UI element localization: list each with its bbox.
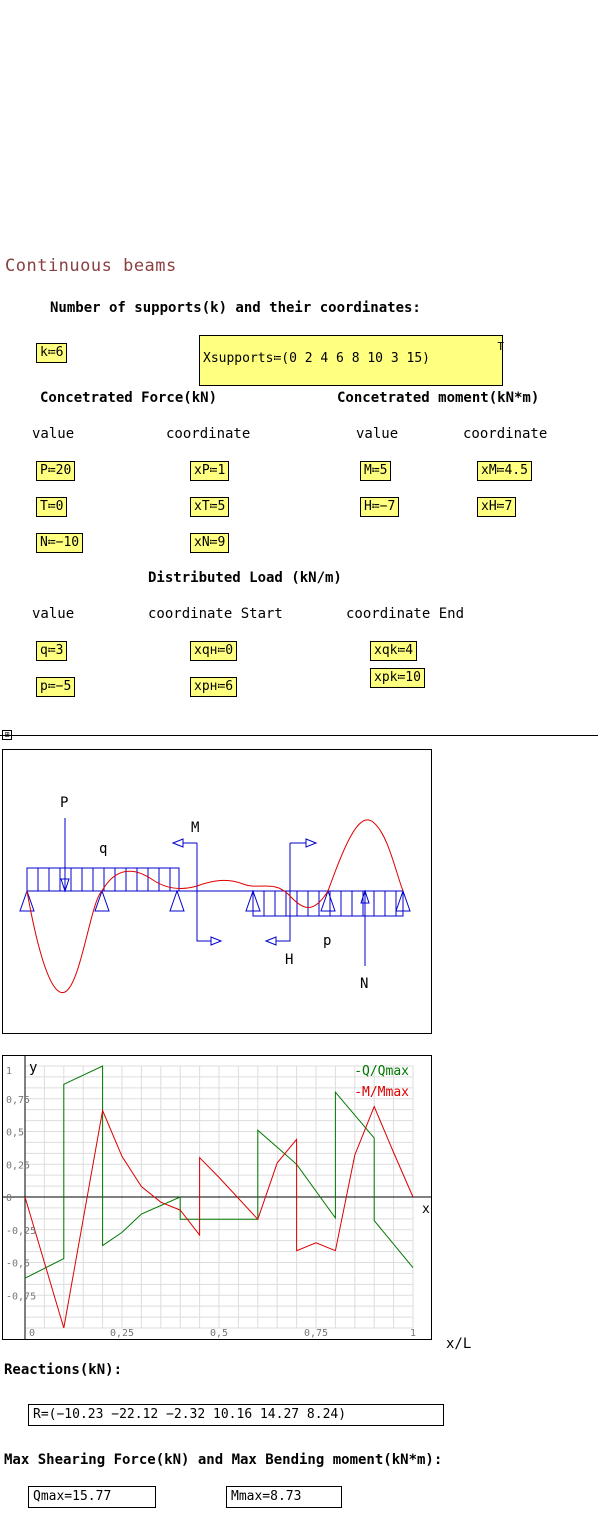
y-tick-label: -0,5 — [6, 1259, 30, 1270]
dist-start-label: coordinate Start — [148, 606, 283, 622]
chart-axis-x-label: x — [422, 1202, 430, 1217]
q-load-block — [26, 867, 180, 892]
dist-value-label: value — [32, 606, 75, 622]
y-tick-label: -0,75 — [6, 1291, 36, 1302]
xH-field[interactable]: xH≔7 — [477, 497, 517, 517]
shear-moment-chart: 0 0,25 0,5 0,75 1 1 0,75 0,5 0,25 0 -0,25 -0,5 -0,75… — [3, 1056, 431, 1339]
q-field[interactable]: q≔3 — [36, 641, 68, 661]
x-tick-label: 0,25 — [110, 1328, 134, 1339]
H-field[interactable]: H≔−7 — [360, 497, 400, 517]
x-tick-label: 0,75 — [304, 1328, 328, 1339]
diagram-label-q: q — [99, 841, 107, 857]
moment-value-label: value — [356, 426, 399, 442]
legend-shear: -Q/Qmax — [354, 1064, 409, 1079]
beam-diagram: P q M H p N — [19, 795, 411, 993]
P-field[interactable]: P≔20 — [36, 461, 76, 481]
xpn-field[interactable]: xpн≔6 — [190, 677, 238, 697]
transpose-superscript: T — [497, 340, 504, 353]
M-moment-icon — [171, 838, 223, 946]
legend-moment: -M/Mmax — [354, 1085, 409, 1100]
force-coord-label: coordinate — [166, 426, 251, 442]
page-title: Continuous beams — [5, 256, 177, 276]
y-tick-label: 0,75 — [6, 1095, 30, 1106]
chart-xlabel: x/L — [446, 1336, 472, 1352]
T-field[interactable]: T≔0 — [36, 497, 68, 517]
force-value-label: value — [32, 426, 75, 442]
diagram-label-P: P — [60, 795, 68, 811]
N-field[interactable]: N≔−10 — [36, 533, 84, 553]
region-separator — [0, 735, 598, 736]
xpk-field[interactable]: xpk≔10 — [370, 668, 425, 688]
p-load-hatch — [263, 891, 397, 916]
xsupports-field[interactable]: Xsupports≔(0 2 4 6 8 10 3 15) T — [199, 335, 504, 386]
qmax-field[interactable]: Qmax=15.77 — [28, 1486, 156, 1508]
diagram-label-p: p — [323, 933, 331, 949]
diagram-label-H: H — [285, 952, 293, 968]
xsupports-value: Xsupports≔(0 2 4 6 8 10 3 15) — [203, 351, 430, 366]
xqk-field[interactable]: xqk≔4 — [370, 641, 418, 661]
diagram-label-N: N — [360, 976, 368, 992]
H-moment-icon — [264, 838, 318, 946]
mmax-field[interactable]: Mmax=8.73 — [226, 1486, 342, 1508]
diagram-label-M: M — [191, 820, 199, 836]
x-tick-label: 1 — [410, 1328, 416, 1339]
N-arrow-icon — [360, 889, 370, 966]
x-tick-label: 0 — [29, 1328, 35, 1339]
moment-curve — [26, 819, 404, 993]
chart-ylabel: y — [29, 1060, 37, 1076]
moment-coord-label: coordinate — [463, 426, 548, 442]
supports-heading: Number of supports(k) and their coordina… — [50, 300, 421, 316]
chart-ticks: 0 0,25 0,5 0,75 1 1 0,75 0,5 0,25 0 -0,25 -0,5 -0,75 — [6, 1066, 416, 1339]
P-arrow-icon — [60, 818, 70, 893]
y-tick-label: 0,5 — [6, 1128, 24, 1139]
p-field[interactable]: p≔−5 — [36, 677, 76, 697]
support-icons — [19, 889, 411, 912]
chart-series — [24, 1065, 414, 1329]
xqn-field[interactable]: xqн≔0 — [190, 641, 238, 661]
k-field[interactable]: k≔6 — [36, 343, 68, 363]
max-heading: Max Shearing Force(kN) and Max Bending m… — [4, 1452, 443, 1468]
xN-field[interactable]: xN≔9 — [190, 533, 230, 553]
y-tick-label: 1 — [6, 1066, 12, 1077]
xP-field[interactable]: xP≔1 — [190, 461, 230, 481]
reactions-heading: Reactions(kN): — [4, 1362, 123, 1378]
force-heading: Concetrated Force(kN) — [40, 390, 218, 406]
xM-field[interactable]: xM≔4.5 — [477, 461, 532, 481]
y-tick-label: 0,25 — [6, 1160, 30, 1171]
xT-field[interactable]: xT≔5 — [190, 497, 230, 517]
series-line-1 — [24, 1105, 414, 1329]
y-tick-label: -0,25 — [6, 1226, 36, 1237]
moment-heading: Concetrated moment(kN*m) — [337, 390, 540, 406]
y-tick-label: 0 — [6, 1193, 12, 1204]
reactions-field[interactable]: R=(−10.23 −22.12 −2.32 10.16 14.27 8.24) — [28, 1404, 444, 1426]
beam-diagram-panel: P q M H p N — [2, 749, 432, 1034]
chart-panel: 0 0,25 0,5 0,75 1 1 0,75 0,5 0,25 0 -0,25 -0,5 -0,75… — [2, 1055, 432, 1340]
dist-heading: Distributed Load (kN/m) — [148, 570, 342, 586]
x-tick-label: 0,5 — [210, 1328, 228, 1339]
dist-end-label: coordinate End — [346, 606, 465, 622]
M-field[interactable]: M≔5 — [360, 461, 392, 481]
